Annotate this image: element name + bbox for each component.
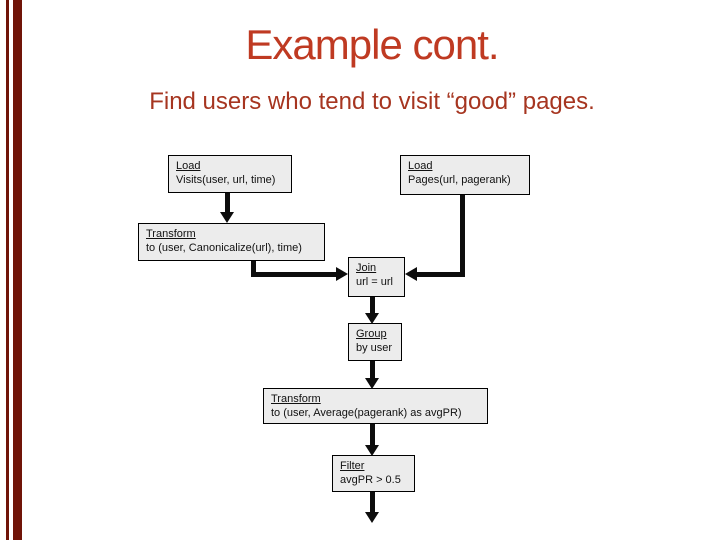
- node-join: Join url = url: [348, 257, 405, 297]
- node-transform-average-detail: to (user, Average(pagerank) as avgPR): [271, 407, 462, 419]
- left-accent-stripe-inner: [13, 0, 22, 540]
- node-filter: Filter avgPR > 0.5: [332, 455, 415, 492]
- slide-subtitle: Find users who tend to visit “good” page…: [149, 88, 595, 115]
- arrow-transform-to-join-vertical: [251, 261, 256, 277]
- arrowhead-right-icon: [336, 267, 348, 281]
- arrow-pages-to-join-vertical: [460, 195, 465, 277]
- arrow-transform-to-filter: [370, 424, 375, 445]
- node-transform-average-label: Transform: [271, 393, 321, 405]
- arrow-group-to-transform: [370, 361, 375, 378]
- node-transform-canonicalize-detail: to (user, Canonicalize(url), time): [146, 242, 302, 254]
- node-load-pages-label: Load: [408, 160, 433, 172]
- node-filter-label: Filter: [340, 460, 365, 472]
- arrowhead-down-icon: [220, 212, 234, 223]
- node-load-pages-detail: Pages(url, pagerank): [408, 174, 511, 186]
- arrow-pages-to-join-horizontal: [417, 272, 465, 277]
- arrow-join-to-group: [370, 297, 375, 313]
- node-group-detail: by user: [356, 342, 393, 354]
- node-transform-canonicalize-label: Transform: [146, 228, 196, 240]
- node-transform-average: Transform to (user, Average(pagerank) as…: [263, 388, 488, 424]
- arrowhead-left-icon: [405, 267, 417, 281]
- node-load-visits: Load Visits(user, url, time): [168, 155, 292, 193]
- arrow-transform-to-join-horizontal: [251, 272, 336, 277]
- arrowhead-down-icon: [365, 313, 379, 324]
- node-load-visits-detail: Visits(user, url, time): [176, 174, 276, 186]
- arrowhead-down-icon: [365, 445, 379, 456]
- node-group-label: Group: [356, 328, 387, 340]
- node-filter-detail: avgPR > 0.5: [340, 474, 401, 486]
- arrowhead-down-icon: [365, 512, 379, 523]
- node-load-pages: Load Pages(url, pagerank): [400, 155, 530, 195]
- node-group: Group by user: [348, 323, 402, 361]
- node-join-detail: url = url: [356, 276, 393, 288]
- arrow-visits-to-transform: [225, 193, 230, 212]
- slide-title: Example cont.: [245, 21, 499, 68]
- node-join-label: Join: [356, 262, 377, 274]
- left-accent-stripe-outer: [6, 0, 9, 540]
- node-transform-canonicalize: Transform to (user, Canonicalize(url), t…: [138, 223, 325, 261]
- arrow-filter-output: [370, 492, 375, 512]
- arrowhead-down-icon: [365, 378, 379, 389]
- node-load-visits-label: Load: [176, 160, 201, 172]
